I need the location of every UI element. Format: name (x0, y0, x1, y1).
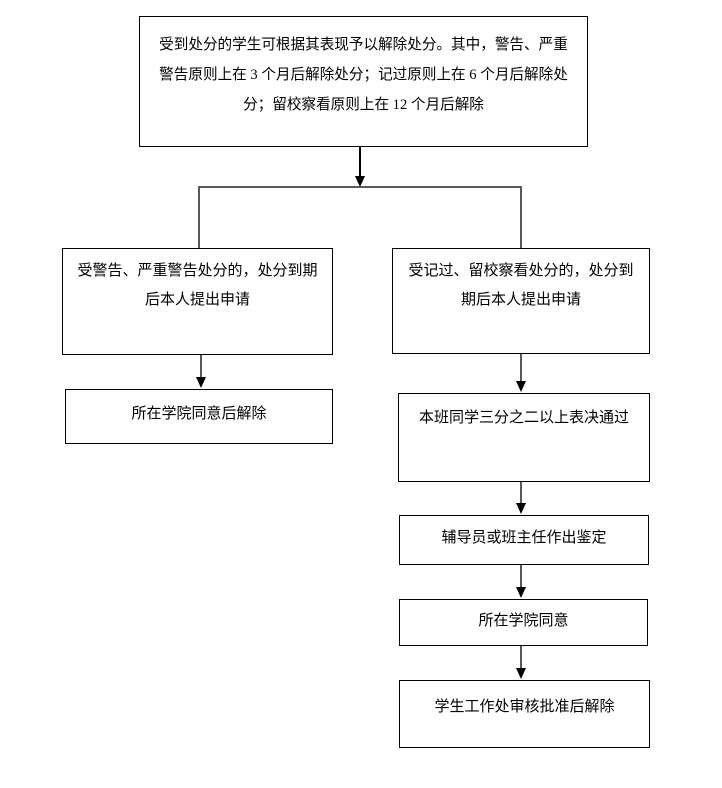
policy-summary-line-2: 警告原则上在 3 个月后解除处分；记过原则上在 6 个月后解除处 (159, 67, 568, 83)
demerit-apply-line-1: 受记过、留校察看处分的，处分到 (408, 263, 634, 279)
connector-vote-to-appraisal (520, 482, 522, 504)
arrow-down-icon (355, 176, 365, 187)
connector-warning-apply-to-release (200, 355, 202, 378)
warning-apply-line-2: 后本人提出申请 (144, 292, 250, 308)
node-class-vote: 本班同学三分之二以上表决通过 (398, 393, 650, 482)
arrow-down-icon (516, 668, 526, 679)
warning-apply-line-1: 受警告、严重警告处分的，处分到期 (77, 263, 318, 279)
connector-demerit-apply-to-vote (520, 354, 522, 382)
node-final-release: 学生工作处审核批准后解除 (399, 680, 650, 748)
connector-appraisal-to-college (520, 565, 522, 588)
node-warning-apply: 受警告、严重警告处分的，处分到期 后本人提出申请 (62, 248, 333, 355)
connector-college-to-final (520, 646, 522, 669)
branch-right-line (520, 186, 522, 248)
branch-horizontal-line (198, 186, 522, 188)
node-warning-release: 所在学院同意后解除 (65, 389, 333, 444)
arrow-down-icon (516, 503, 526, 514)
node-policy-summary: 受到处分的学生可根据其表现予以解除处分。其中，警告、严重 警告原则上在 3 个月… (139, 16, 588, 147)
node-demerit-apply: 受记过、留校察看处分的，处分到 期后本人提出申请 (392, 248, 650, 354)
policy-summary-line-3: 分；留校察看原则上在 12 个月后解除 (243, 97, 484, 113)
connector-policy-to-branch (359, 147, 361, 177)
node-college-approve: 所在学院同意 (399, 599, 648, 646)
node-counselor-appraisal: 辅导员或班主任作出鉴定 (399, 515, 649, 565)
branch-left-line (198, 186, 200, 248)
arrow-down-icon (516, 587, 526, 598)
arrow-down-icon (196, 377, 206, 388)
arrow-down-icon (516, 381, 526, 392)
demerit-apply-line-2: 期后本人提出申请 (460, 292, 581, 308)
policy-summary-line-1: 受到处分的学生可根据其表现予以解除处分。其中，警告、严重 (159, 37, 568, 53)
class-vote-label: 本班同学三分之二以上表决通过 (418, 410, 629, 426)
